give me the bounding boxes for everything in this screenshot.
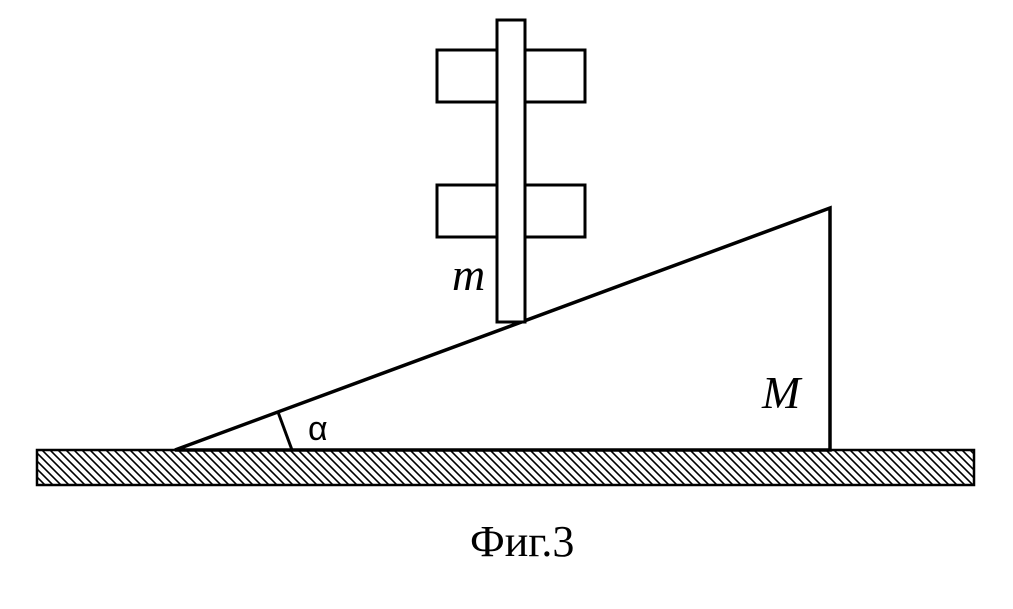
ground-surface — [35, 448, 976, 487]
vertical-rod — [495, 18, 527, 324]
rod-mass-label: m — [452, 249, 485, 300]
guide-block-top-right — [523, 48, 587, 104]
figure-caption: Фиг.3 — [470, 517, 574, 566]
wedge — [174, 205, 832, 452]
guide-block-top-left — [435, 48, 499, 104]
guide-block-bottom-left — [435, 183, 499, 239]
wedge-mass-label: M — [761, 367, 803, 418]
angle-label: α — [308, 410, 328, 448]
angle-marker — [276, 411, 294, 451]
guide-block-bottom-right — [523, 183, 587, 239]
